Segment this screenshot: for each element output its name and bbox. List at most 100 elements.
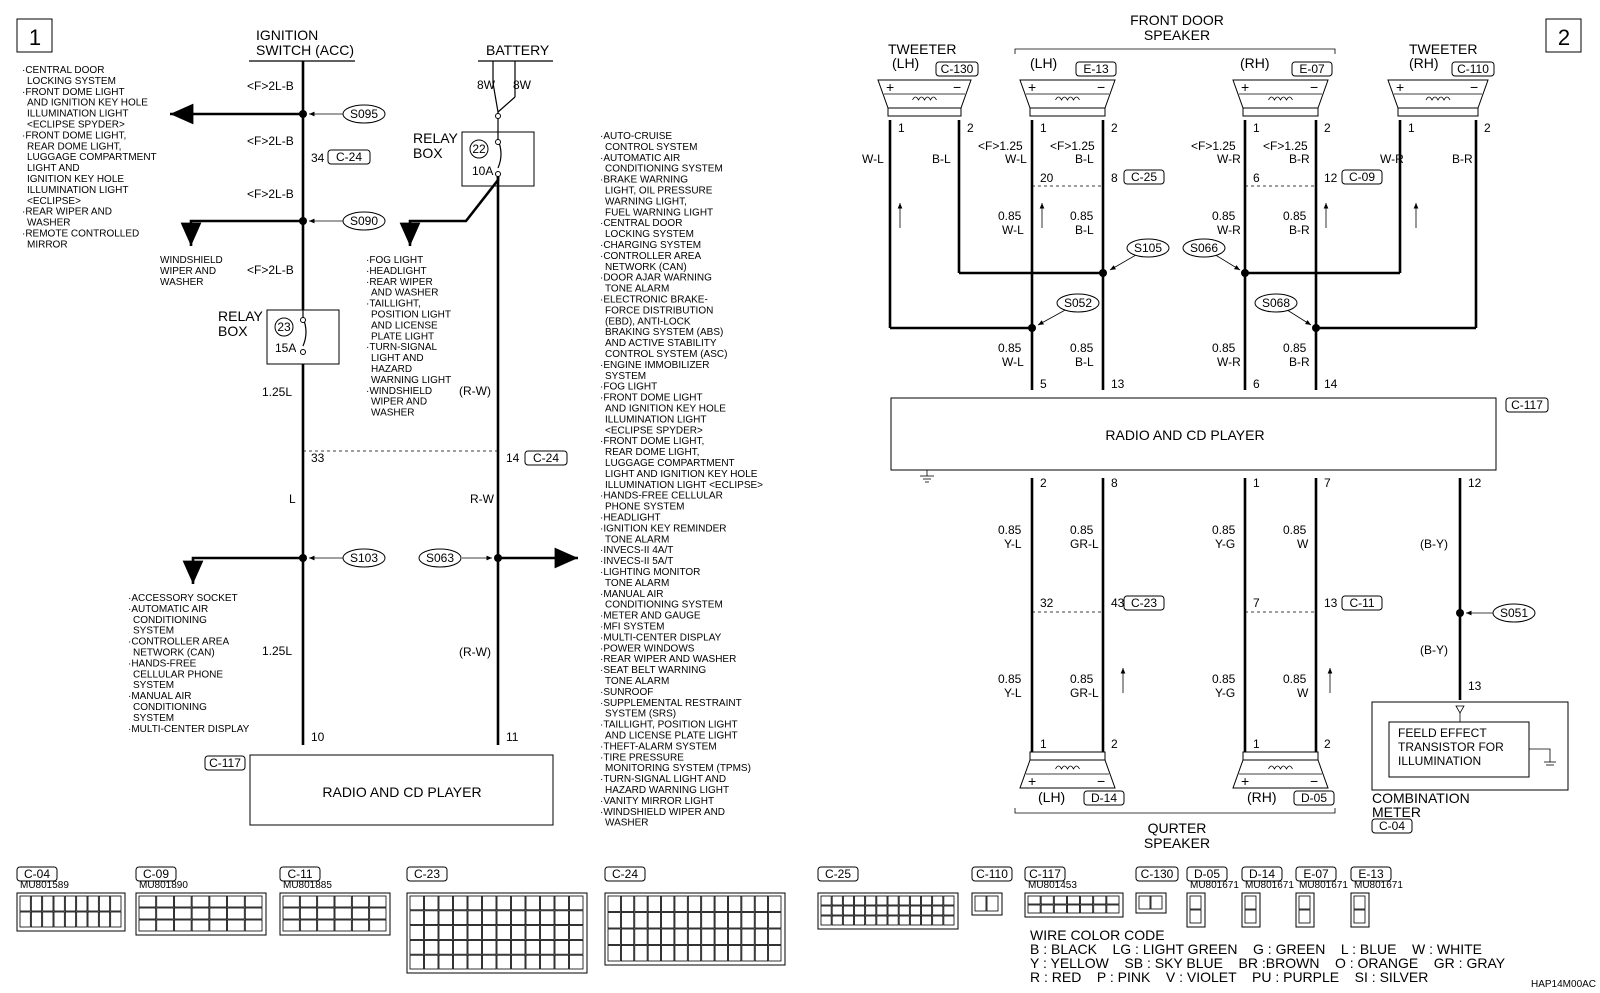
windshield-label: WINDSHIELD <box>160 255 223 266</box>
plus-sign: + <box>1241 79 1249 95</box>
feed-list-item: ·MANUAL AIR <box>600 589 664 600</box>
feed-list-item: SYSTEM <box>605 371 646 382</box>
wire-color-code-row: Y : YELLOW SB : SKY BLUE BR :BROWN O : O… <box>1030 955 1506 971</box>
wire-label: B-R <box>1289 223 1310 237</box>
wire-label: B-R <box>1289 355 1310 369</box>
wire-label: <F>1.25 <box>1263 139 1308 153</box>
connector-view-name: C-24 <box>612 867 638 881</box>
connector-view: C-24 <box>604 866 786 966</box>
wire-label: (R-W) <box>459 384 491 398</box>
connector-tag-label: C-25 <box>1131 170 1157 184</box>
plus-sign: + <box>1028 773 1036 789</box>
pin-number: 43 <box>1111 596 1125 610</box>
wire-label: <F>2L-B <box>247 263 294 277</box>
plus-sign: + <box>1241 773 1249 789</box>
feed-list-item: ·HEADLIGHT <box>366 266 427 277</box>
feed-list-item: ·METER AND GAUGE <box>600 611 701 622</box>
feed-list-item: LOCKING SYSTEM <box>605 229 694 240</box>
tweeter-rh-label: TWEETER <box>1409 41 1477 57</box>
pin-number: 5 <box>1040 377 1047 391</box>
connector-part-number: MU801671 <box>1245 880 1294 891</box>
connector-c24-label: C-24 <box>533 451 559 465</box>
splice-label: S105 <box>1134 241 1162 255</box>
connector-view-name: C-04 <box>24 867 50 881</box>
feed-list-item: ·FOG LIGHT <box>366 255 423 266</box>
speaker-icon: +− <box>1019 79 1116 117</box>
wire-label: W-L <box>1002 223 1024 237</box>
feed-list-item: ·DOOR AJAR WARNING <box>600 273 712 284</box>
feed-list-item: ·ACCESSORY SOCKET <box>128 593 238 604</box>
radio-cd-player-left: RADIO AND CD PLAYER <box>322 784 481 800</box>
minus-sign: − <box>1097 773 1105 789</box>
feed-list-item: FUEL WARNING LIGHT <box>605 207 713 218</box>
splice-s095: S095 <box>350 107 378 121</box>
battery-label: BATTERY <box>486 42 550 58</box>
splice-dot <box>1099 269 1107 277</box>
feed-list-item: LIGHT, OIL PRESSURE <box>605 186 713 197</box>
wire-label: <F>1.25 <box>1050 139 1095 153</box>
relay-box-23-label: BOX <box>218 323 248 339</box>
connector-part-number: MU801885 <box>283 880 332 891</box>
splice-label: S051 <box>1500 606 1528 620</box>
feed-list-item: WARNING LIGHT <box>371 375 451 386</box>
feed-list-item: ·SUNROOF <box>600 687 653 698</box>
connector-part-number: MU801671 <box>1299 880 1348 891</box>
pin-number: 6 <box>1253 377 1260 391</box>
wire-label: R-W <box>470 492 495 506</box>
combination-meter-label: METER <box>1372 804 1421 820</box>
feed-list-item: ·FRONT DOME LIGHT <box>600 393 703 404</box>
minus-sign: − <box>1310 79 1318 95</box>
windshield-label: WIPER AND <box>160 266 216 277</box>
wire-label: B-L <box>1075 223 1094 237</box>
wire-label: W <box>1297 537 1309 551</box>
connector-c24-label: C-24 <box>336 150 362 164</box>
connector-tag <box>1341 595 1383 611</box>
feed-list-item: NETWORK (CAN) <box>605 262 687 273</box>
feed-list-item: CONDITIONING SYSTEM <box>605 600 723 611</box>
feed-list-item: CONDITIONING <box>133 615 207 626</box>
wire-label: 0.85 <box>1283 672 1307 686</box>
feed-list-item: AND WASHER <box>371 288 438 299</box>
feed-list-item: LIGHT AND IGNITION KEY HOLE <box>605 469 758 480</box>
feed-list-item: CELLULAR PHONE <box>133 669 223 680</box>
connector-c130-label: C-130 <box>941 62 974 76</box>
feed-list-item: BRAKING SYSTEM (ABS) <box>605 327 723 338</box>
connector-view-name: D-05 <box>1194 867 1220 881</box>
feed-list-item: ·FRONT DOME LIGHT, <box>600 436 704 447</box>
wire-label: 0.85 <box>998 672 1022 686</box>
feed-list-item: ·ENGINE IMMOBILIZER <box>600 360 709 371</box>
splice-dot <box>1028 324 1036 332</box>
bottom-speakers: +−+− <box>1019 751 1329 789</box>
wire-label: (B-Y) <box>1420 643 1448 657</box>
feed-list-item: LIGHT AND <box>27 163 80 174</box>
feed-list-item: AND ACTIVE STABILITY <box>605 338 717 349</box>
wire-label: 0.85 <box>1070 209 1094 223</box>
feed-list-item: ·REAR WIPER AND WASHER <box>600 654 736 665</box>
splice-bubble <box>1056 293 1100 313</box>
connector-d05-label: D-05 <box>1301 791 1327 805</box>
lh-label: (LH) <box>892 55 919 71</box>
speaker-icon: +− <box>1019 751 1116 789</box>
feed-list-item: ·CONTROLLER AREA <box>600 251 701 262</box>
wire-label: W-L <box>1002 355 1024 369</box>
minus-sign: − <box>1310 773 1318 789</box>
wire-label: 0.85 <box>1070 341 1094 355</box>
feed-list-item: ·SEAT BELT WARNING <box>600 665 706 676</box>
pin-number: 20 <box>1040 171 1054 185</box>
splice-label: S052 <box>1064 296 1092 310</box>
pin-number: 13 <box>1324 596 1338 610</box>
feed-list-item: ·MULTI-CENTER DISPLAY <box>600 632 722 643</box>
wire-label: Y-L <box>1004 686 1022 700</box>
wire-label: 0.85 <box>1070 672 1094 686</box>
wire-label: 0.85 <box>998 523 1022 537</box>
fet-label: TRANSISTOR FOR <box>1398 740 1504 754</box>
pin-number: 2 <box>1324 737 1331 751</box>
pin-number: 8 <box>1111 476 1118 490</box>
combination-meter-label: COMBINATION <box>1372 790 1470 806</box>
wire-label: B-L <box>1075 152 1094 166</box>
feed-list-item: FORCE DISTRIBUTION <box>605 305 713 316</box>
feed-list-item: WIPER AND <box>371 397 427 408</box>
connector-part-number: MU801453 <box>1028 880 1077 891</box>
pin-number: 2 <box>1111 121 1118 135</box>
